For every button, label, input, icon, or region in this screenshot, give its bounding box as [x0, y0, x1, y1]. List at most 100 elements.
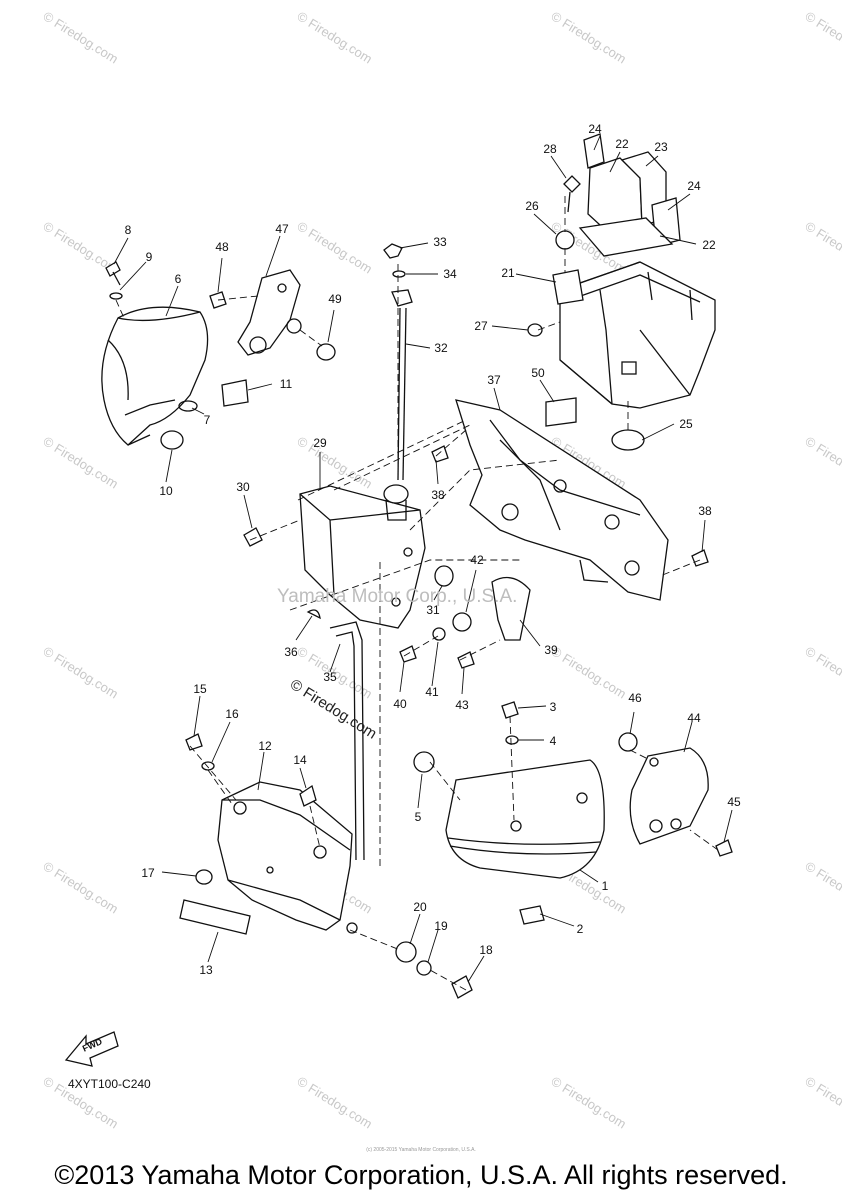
bolt-28-shaft — [567, 191, 571, 213]
leader-lines — [113, 135, 733, 983]
callout-26[interactable]: 26 — [525, 199, 539, 213]
cushion-10-part — [160, 430, 184, 450]
callout-40[interactable]: 40 — [393, 697, 407, 711]
callout-33[interactable]: 33 — [433, 235, 447, 249]
callout-45[interactable]: 45 — [727, 795, 741, 809]
bolt-18-part — [451, 975, 473, 999]
grommet-20-part — [395, 941, 417, 963]
washer-16-part — [201, 761, 215, 771]
callout-8[interactable]: 8 — [124, 223, 132, 237]
collar-19-part — [416, 960, 432, 976]
callout-44[interactable]: 44 — [687, 711, 701, 725]
callout-38-right[interactable]: 38 — [698, 504, 712, 518]
callout-1[interactable]: 1 — [601, 879, 609, 893]
callout-27[interactable]: 27 — [474, 319, 488, 333]
grommet-46-part — [618, 732, 638, 752]
side-cover-44-part — [629, 747, 709, 845]
grommet-31-part — [434, 565, 454, 587]
hose-35-part — [329, 621, 365, 861]
bolt-38a-part — [431, 445, 449, 463]
callout-23[interactable]: 23 — [654, 140, 668, 154]
callout-24-right[interactable]: 24 — [687, 179, 701, 193]
bracket-47-part — [237, 269, 302, 356]
callout-39[interactable]: 39 — [544, 643, 558, 657]
bolt-45-part — [715, 839, 733, 857]
callout-24-top[interactable]: 24 — [588, 122, 602, 136]
bolt-30-part — [243, 527, 263, 547]
clamp-39-part — [491, 576, 531, 641]
screw-15-part — [185, 733, 203, 751]
diagram-code: 4XYT100-C240 — [68, 1077, 151, 1091]
callout-19[interactable]: 19 — [434, 919, 448, 933]
plate-13-part — [179, 899, 251, 935]
callout-37[interactable]: 37 — [487, 373, 501, 387]
grommet-42-part — [452, 612, 472, 632]
callout-22-right[interactable]: 22 — [702, 238, 716, 252]
collar-21-part — [552, 269, 584, 305]
callout-6[interactable]: 6 — [174, 272, 182, 286]
callout-21[interactable]: 21 — [501, 266, 515, 280]
callout-50[interactable]: 50 — [531, 366, 545, 380]
collar-27-part — [527, 323, 543, 337]
callout-2[interactable]: 2 — [576, 922, 584, 936]
breather-pipe-part — [383, 243, 413, 481]
callout-38-center[interactable]: 38 — [431, 488, 445, 502]
callout-47[interactable]: 47 — [275, 222, 289, 236]
callout-13[interactable]: 13 — [199, 963, 213, 977]
side-cover-1-part — [445, 759, 605, 879]
callout-3[interactable]: 3 — [549, 700, 557, 714]
callout-43[interactable]: 43 — [455, 698, 469, 712]
bolt-28-part — [563, 175, 581, 193]
callout-41[interactable]: 41 — [425, 685, 439, 699]
callout-5[interactable]: 5 — [414, 810, 422, 824]
callout-36[interactable]: 36 — [284, 645, 298, 659]
callout-9[interactable]: 9 — [145, 250, 153, 264]
callout-46[interactable]: 46 — [628, 691, 642, 705]
center-watermark: Yamaha Motor Corp., U.S.A. — [277, 586, 518, 607]
callout-48[interactable]: 48 — [215, 240, 229, 254]
callout-29[interactable]: 29 — [313, 436, 327, 450]
callout-28[interactable]: 28 — [543, 142, 557, 156]
label-11-part — [221, 379, 249, 407]
bolt-8-part — [105, 261, 123, 300]
callout-35[interactable]: 35 — [323, 670, 337, 684]
callout-32[interactable]: 32 — [434, 341, 448, 355]
callout-20[interactable]: 20 — [413, 900, 427, 914]
lower-cover-12-part — [217, 781, 358, 934]
callout-11[interactable]: 11 — [279, 377, 293, 391]
callout-7[interactable]: 7 — [203, 413, 211, 427]
nut-17-part — [195, 869, 213, 885]
grommet-49-part — [316, 343, 336, 361]
callout-25[interactable]: 25 — [679, 417, 693, 431]
grommet-26-part — [555, 230, 575, 250]
callout-14[interactable]: 14 — [293, 753, 307, 767]
callout-10[interactable]: 10 — [159, 484, 173, 498]
callout-42[interactable]: 42 — [470, 553, 484, 567]
battery-box-part — [559, 261, 716, 409]
assembly-lines — [115, 196, 719, 991]
fwd-arrow — [64, 1031, 119, 1067]
battery-pads-part — [578, 133, 681, 257]
callout-34[interactable]: 34 — [443, 267, 457, 281]
callout-18[interactable]: 18 — [479, 943, 493, 957]
headlight-cover-part — [101, 306, 209, 446]
clip-36-part — [306, 609, 321, 620]
callout-12[interactable]: 12 — [258, 739, 272, 753]
callout-30[interactable]: 30 — [236, 480, 250, 494]
bolt-38b-part — [691, 549, 709, 567]
label-50-part — [545, 397, 577, 427]
callout-17[interactable]: 17 — [141, 866, 155, 880]
callout-49[interactable]: 49 — [328, 292, 342, 306]
screw-14-part — [299, 784, 317, 807]
callout-22-top[interactable]: 22 — [615, 137, 629, 151]
callout-15[interactable]: 15 — [193, 682, 207, 696]
callout-16[interactable]: 16 — [225, 707, 239, 721]
grommet-5-part — [413, 751, 435, 773]
washer-4-part — [505, 735, 519, 745]
callout-31[interactable]: 31 — [426, 603, 440, 617]
callout-4[interactable]: 4 — [549, 734, 557, 748]
copyright-notice: ©2013 Yamaha Motor Corporation, U.S.A. A… — [54, 1160, 788, 1190]
cushion-25-part — [611, 429, 645, 451]
